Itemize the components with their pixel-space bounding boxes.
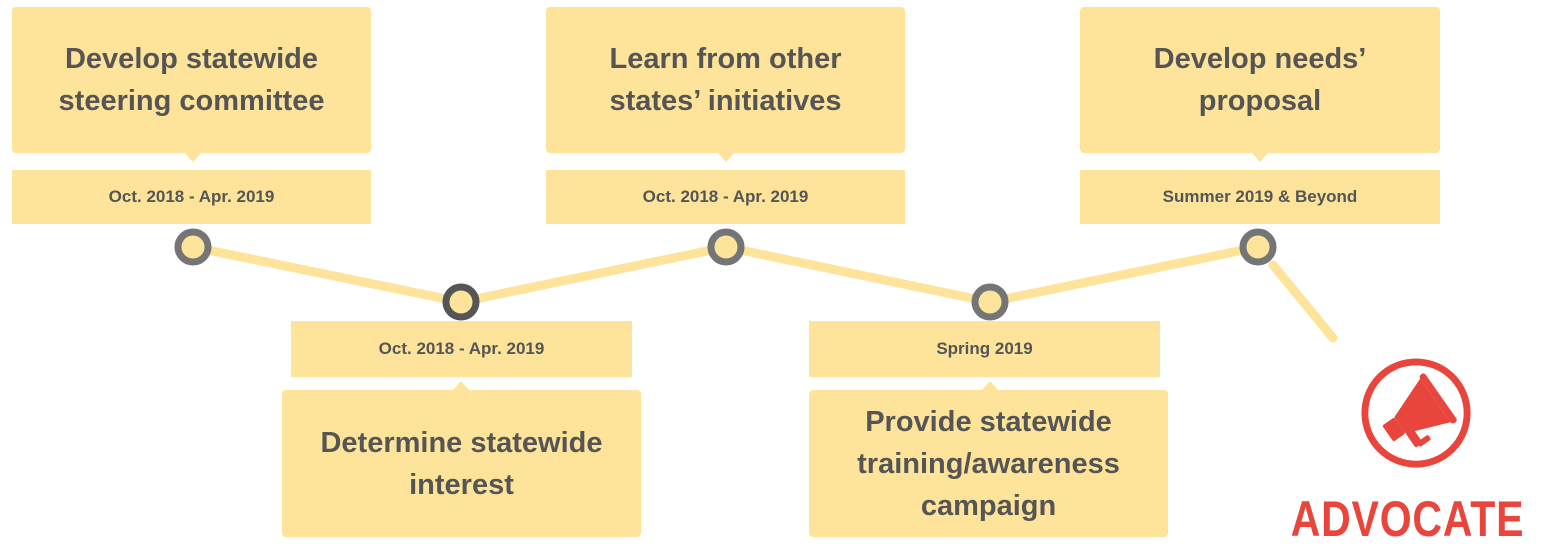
milestone-4-pointer <box>982 381 998 390</box>
logo-text: ADVOCATE <box>1290 491 1525 547</box>
milestone-1-pointer <box>185 153 201 162</box>
milestone-3-date-text: Oct. 2018 - Apr. 2019 <box>642 187 809 206</box>
timeline-node-2 <box>442 283 480 321</box>
milestone-3-date: Oct. 2018 - Apr. 2019 <box>546 170 905 224</box>
milestone-4-date-text: Spring 2019 <box>936 339 1033 358</box>
milestone-2-pointer <box>453 381 469 390</box>
timeline-node-5 <box>1239 228 1277 266</box>
timeline-node-1 <box>174 228 212 266</box>
milestone-2-title-text: Determine statewide interest <box>320 426 603 501</box>
milestone-1-date: Oct. 2018 - Apr. 2019 <box>12 170 371 224</box>
milestone-3-title: Learn from other states’ initiatives <box>546 7 905 153</box>
timeline-node-4 <box>971 283 1009 321</box>
megaphone-icon <box>1361 358 1471 468</box>
advocate-logo: ADVOCATE <box>1265 355 1550 545</box>
milestone-3-title-text: Learn from other states’ initiatives <box>609 43 842 117</box>
milestone-5-date: Summer 2019 & Beyond <box>1080 170 1440 224</box>
timeline-tail <box>1268 260 1338 343</box>
milestone-4-date: Spring 2019 <box>809 321 1160 377</box>
milestone-5-title: Develop needs’ proposal <box>1080 7 1440 153</box>
milestone-5-pointer <box>1252 153 1268 162</box>
milestone-1-title: Develop statewide steering committee <box>12 7 371 153</box>
milestone-5-title-text: Develop needs’ proposal <box>1153 43 1367 117</box>
milestone-1-title-text: Develop statewide steering committee <box>58 43 325 117</box>
milestone-5-date-text: Summer 2019 & Beyond <box>1162 187 1358 206</box>
timeline-node-3 <box>707 228 745 266</box>
milestone-1-date-text: Oct. 2018 - Apr. 2019 <box>108 187 275 206</box>
milestone-3-pointer <box>718 153 734 162</box>
milestone-2-date: Oct. 2018 - Apr. 2019 <box>291 321 632 377</box>
milestone-4-title: Provide statewide training/awareness cam… <box>809 390 1168 537</box>
milestone-2-title: Determine statewide interest <box>282 390 641 537</box>
milestone-2-date-text: Oct. 2018 - Apr. 2019 <box>378 339 545 358</box>
milestone-4-title-text: Provide statewide training/awareness cam… <box>857 405 1120 522</box>
